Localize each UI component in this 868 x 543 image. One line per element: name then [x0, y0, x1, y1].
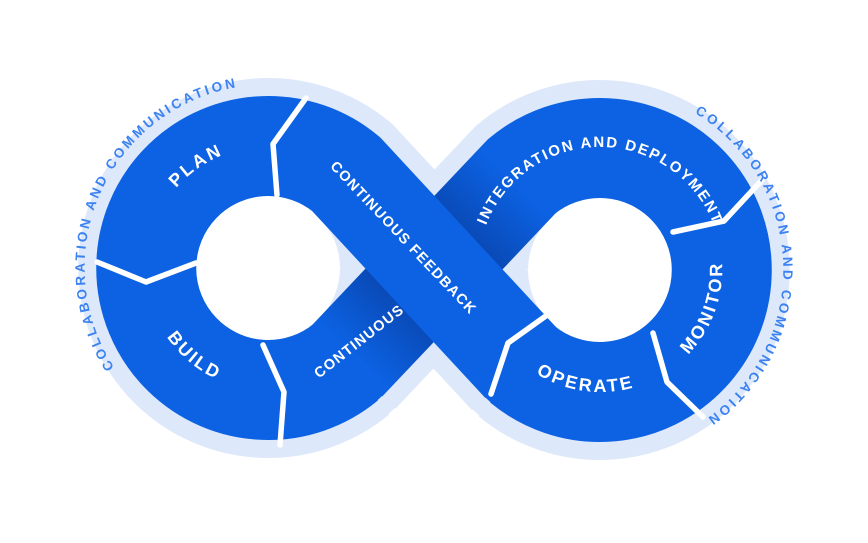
right-loop-hole [528, 198, 672, 342]
crossing-shadow [316, 148, 552, 390]
divider-plan-build [94, 259, 199, 285]
left-loop-hole [196, 196, 340, 340]
segment-dividers [94, 95, 765, 448]
divider-feedback-operate [488, 310, 553, 397]
divider-monitor-operate [650, 330, 706, 420]
divider-build-continuous [260, 342, 287, 448]
divider-integration-monitor [670, 177, 765, 235]
divider-plan-feedback [270, 95, 309, 198]
